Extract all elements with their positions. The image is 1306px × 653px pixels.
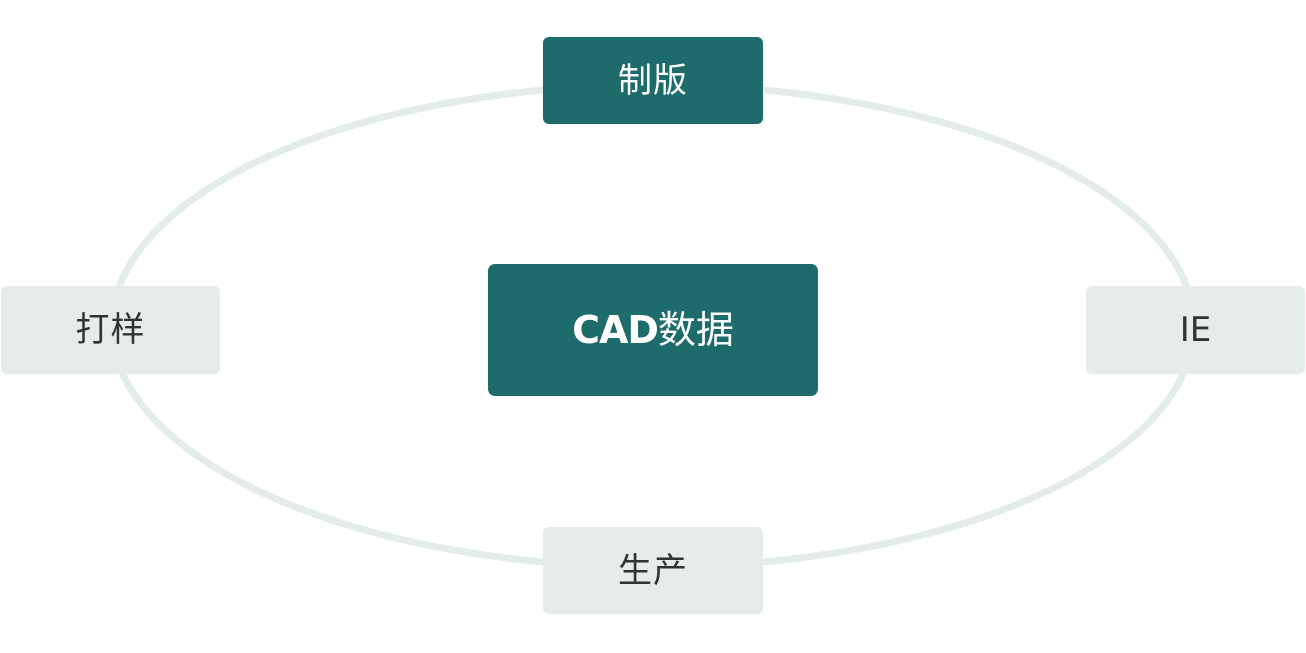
node-pattern-making-label: 制版: [618, 60, 688, 101]
node-production-label: 生产: [618, 550, 688, 591]
node-ie-label: IE: [1179, 310, 1212, 350]
node-sampling-label: 打样: [75, 310, 146, 350]
node-sampling[interactable]: 打样: [1, 286, 220, 374]
node-cad-data-label-latin: CAD: [572, 308, 659, 352]
node-cad-data-label: CAD数据: [572, 311, 734, 349]
node-cad-data[interactable]: CAD数据: [488, 264, 818, 396]
node-pattern-making[interactable]: 制版: [543, 37, 763, 124]
node-cad-data-label-cjk: 数据: [657, 308, 734, 352]
node-ie[interactable]: IE: [1086, 286, 1305, 374]
node-production[interactable]: 生产: [543, 527, 763, 614]
